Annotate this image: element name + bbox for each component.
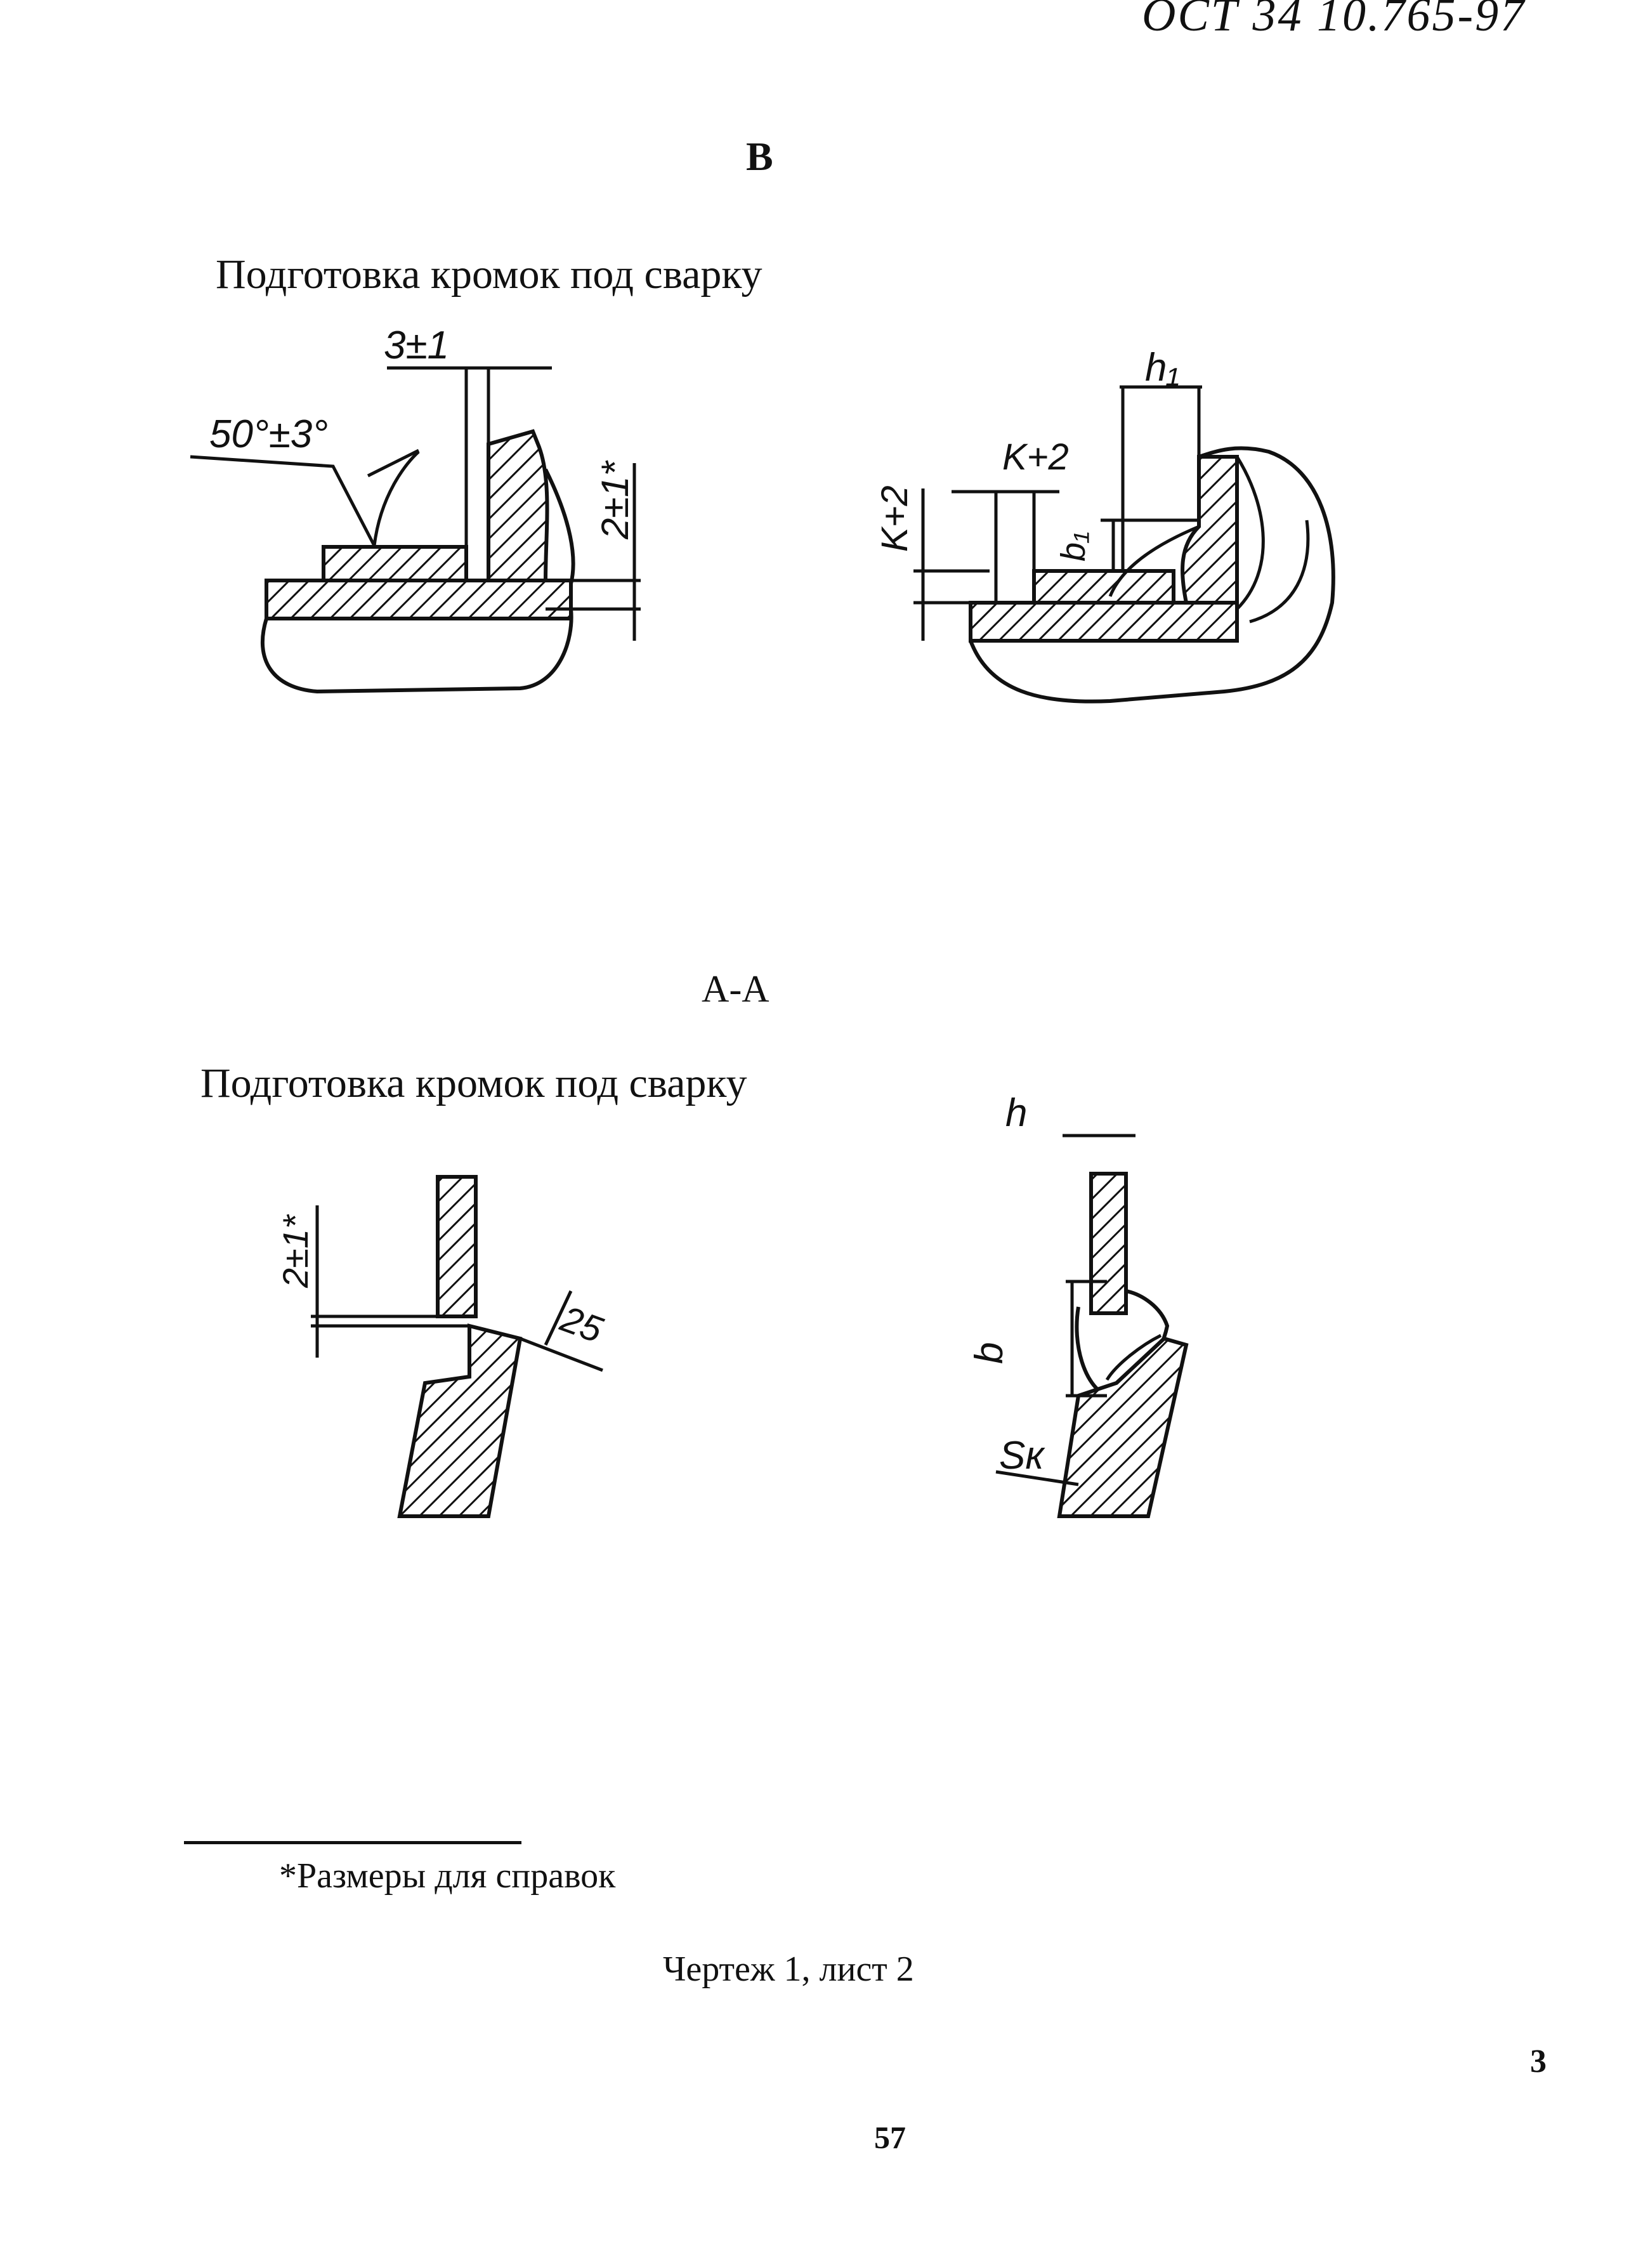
footnote: *Размеры для справок bbox=[279, 1856, 616, 1896]
section-b-subtitle: Подготовка кромок под сварку bbox=[216, 251, 762, 298]
dim-angle-aa-label: 25 bbox=[555, 1298, 608, 1351]
dim-h-label: h bbox=[1005, 1091, 1027, 1135]
dim-gap-label: 3±1 bbox=[384, 324, 449, 367]
dim-angle-label: 50°±3° bbox=[209, 412, 328, 456]
dim-b-label: b bbox=[967, 1342, 1011, 1364]
sheet-number: 3 bbox=[1530, 2043, 1547, 2080]
dim-offset-label: 2±1* bbox=[594, 460, 636, 540]
document-code: ОСТ 34 10.765-97 bbox=[1142, 0, 1526, 41]
section-aa-subtitle: Подготовка кромок под сварку bbox=[200, 1060, 747, 1106]
footnote-divider bbox=[184, 1841, 521, 1844]
drawing-caption: Чертеж 1, лист 2 bbox=[663, 1950, 914, 1989]
dim-offset-aa-label: 2±1* bbox=[275, 1214, 315, 1288]
section-title-aa: А-А bbox=[702, 968, 769, 1010]
page-number: 57 bbox=[874, 2120, 906, 2155]
section-title-b: В bbox=[746, 134, 773, 179]
dim-k-horizontal-label: K+2 bbox=[1002, 436, 1069, 478]
dim-h1-label: h₁ bbox=[1145, 346, 1179, 390]
dim-sk-label: Sк bbox=[999, 1434, 1045, 1478]
dim-b1-label: b₁ bbox=[1054, 532, 1092, 561]
dim-k-vertical-label: K+2 bbox=[874, 485, 915, 552]
